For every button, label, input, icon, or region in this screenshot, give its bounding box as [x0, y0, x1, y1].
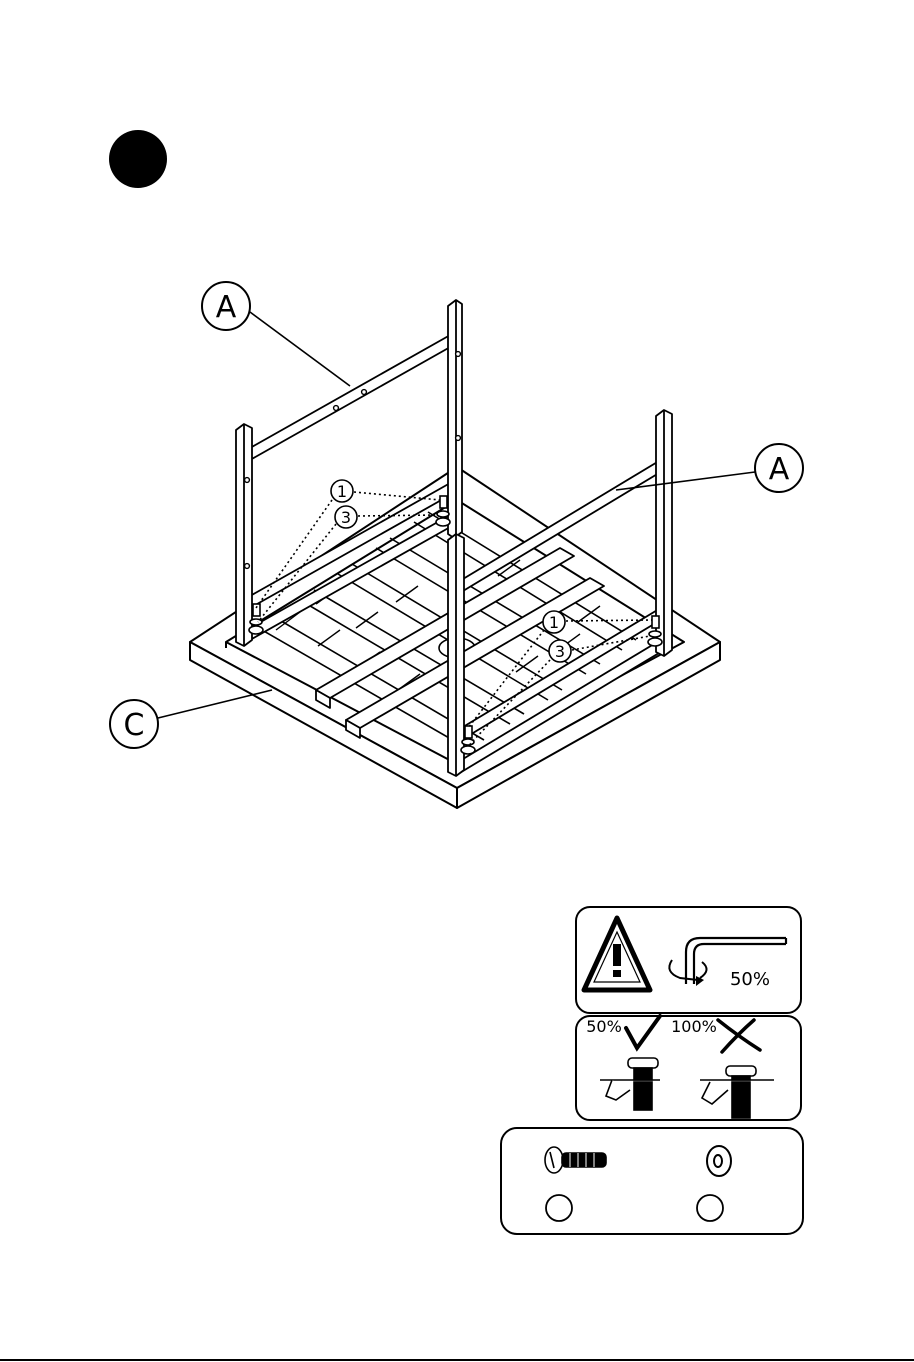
- callout-right-washer: 3: [549, 640, 571, 662]
- svg-text:1: 1: [337, 482, 347, 501]
- part-label-a-right: A: [616, 444, 803, 492]
- washer-count-circle: [697, 1195, 723, 1221]
- tightening-check-box: 50% 100%: [576, 1016, 801, 1120]
- part-label-a-left: A: [202, 282, 350, 386]
- svg-text:A: A: [216, 290, 237, 325]
- callout-right-bolt: 1: [543, 611, 565, 633]
- part-label-c: C: [110, 690, 272, 748]
- bolt-count-circle: [546, 1195, 572, 1221]
- ok-percent-label: 50%: [586, 1017, 622, 1036]
- step-marker: [109, 130, 167, 188]
- callout-left-bolt: 1: [331, 480, 353, 502]
- svg-text:3: 3: [555, 642, 565, 661]
- hardware-count-box: [501, 1128, 803, 1234]
- torque-warning-box: 50%: [576, 907, 801, 1013]
- torque-value: 50%: [730, 969, 770, 990]
- svg-text:3: 3: [341, 508, 351, 527]
- bad-percent-label: 100%: [671, 1017, 717, 1036]
- svg-text:A: A: [769, 452, 790, 487]
- svg-text:C: C: [124, 708, 145, 743]
- washer-icon: [707, 1146, 731, 1176]
- svg-text:1: 1: [549, 613, 559, 632]
- callout-left-washer: 3: [335, 506, 357, 528]
